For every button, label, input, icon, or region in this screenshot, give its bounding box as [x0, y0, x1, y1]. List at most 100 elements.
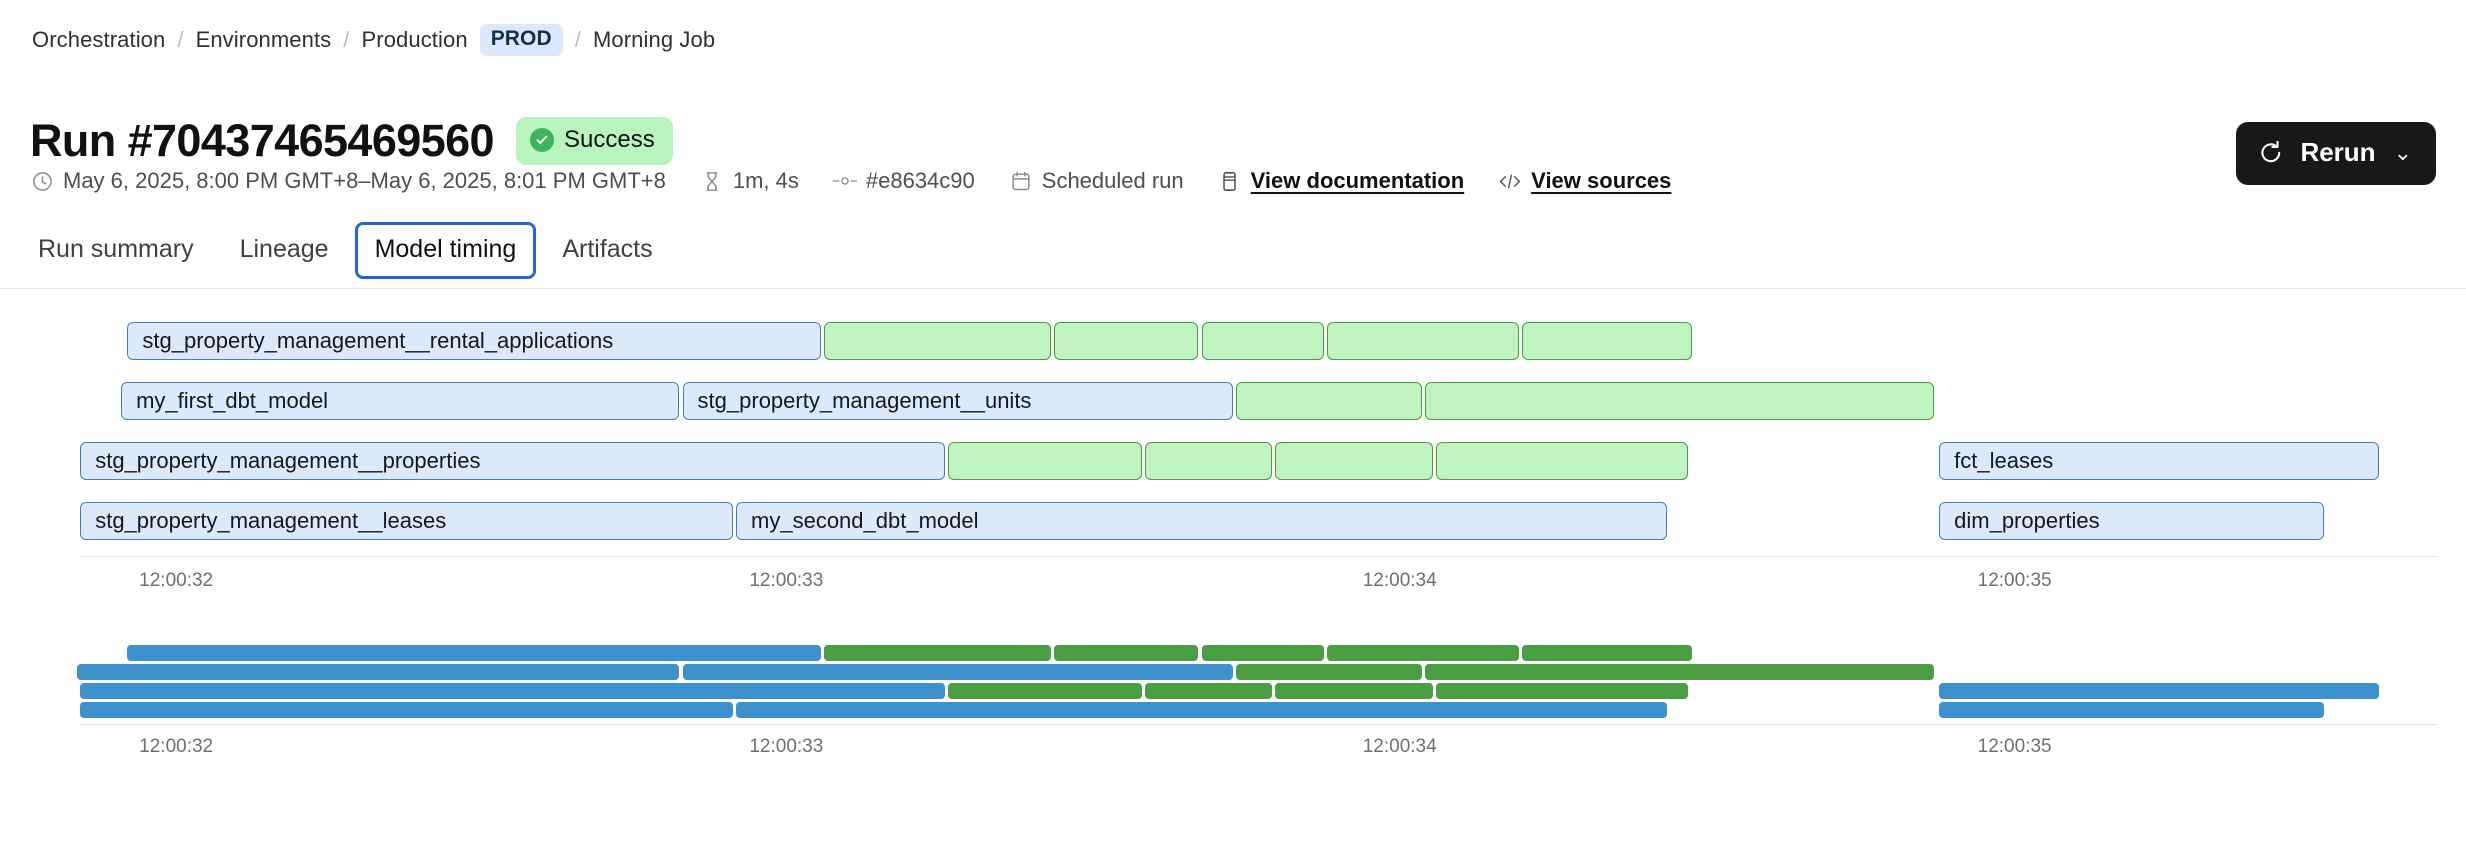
breadcrumb-item-morning-job[interactable]: Morning Job [592, 27, 716, 52]
gantt-axis-tick: 12:00:34 [1362, 570, 1437, 591]
gantt-bar-test[interactable] [948, 442, 1142, 480]
meta-timerange-text: May 6, 2025, 8:00 PM GMT+8–May 6, 2025, … [63, 168, 666, 193]
gantt-bar-model[interactable]: dim_properties [1939, 502, 2325, 540]
gantt-bar-label: stg_property_management__leases [95, 508, 447, 533]
minimap-bar-model[interactable] [77, 664, 680, 680]
minimap-row [0, 644, 2466, 663]
minimap-bar-test[interactable] [1275, 683, 1433, 699]
gantt-bar-label: fct_leases [1954, 448, 2054, 473]
meta-commit: #e8634c90 [832, 168, 975, 194]
gantt-bar-model[interactable]: my_first_dbt_model [121, 382, 680, 420]
model-timing-gantt: stg_property_management__rental_applicat… [0, 316, 2466, 600]
gantt-bar-model[interactable]: stg_property_management__leases [80, 502, 733, 540]
gantt-bar-label: stg_property_management__rental_applicat… [142, 328, 614, 353]
gantt-bar-test[interactable] [824, 322, 1051, 360]
meta-trigger: Scheduled run [1009, 168, 1184, 194]
meta-commit-text: #e8634c90 [865, 168, 975, 193]
minimap-bar-model[interactable] [736, 702, 1668, 718]
gantt-bar-test[interactable] [1424, 382, 1935, 420]
gantt-bar-test[interactable] [1522, 322, 1693, 360]
environment-badge: PROD [479, 24, 563, 56]
gantt-row: stg_property_management__leases my_second… [0, 496, 2466, 556]
minimap-bar-model[interactable] [80, 702, 733, 718]
breadcrumb-item-production[interactable]: Production [361, 27, 468, 52]
gantt-bar-model[interactable]: stg_property_management__properties [80, 442, 946, 480]
minimap-bar-test[interactable] [1236, 664, 1422, 680]
tab-run-summary[interactable]: Run summary [38, 235, 194, 263]
breadcrumb-item-environments[interactable]: Environments [195, 27, 332, 52]
minimap-bar-test[interactable] [1053, 645, 1199, 661]
minimap-bar-model[interactable] [1939, 683, 2380, 699]
gantt-row: stg_property_management__properties fct_l… [0, 436, 2466, 496]
gantt-bar-test[interactable] [1053, 322, 1199, 360]
gantt-bar-model[interactable]: stg_property_management__rental_applicat… [127, 322, 821, 360]
minimap-bar-test[interactable] [824, 645, 1051, 661]
gantt-bar-model[interactable]: my_second_dbt_model [736, 502, 1668, 540]
tab-bar: Run summary Lineage Model timing Artifac… [18, 222, 673, 279]
minimap-bar-model[interactable] [1939, 702, 2325, 718]
gantt-axis-rule [80, 556, 2436, 557]
minimap-row [0, 663, 2466, 682]
calendar-icon [1009, 169, 1033, 193]
chevron-down-icon[interactable]: ⌄ [2393, 139, 2412, 165]
rerun-button[interactable]: Rerun ⌄ [2236, 122, 2436, 185]
minimap-bar-test[interactable] [1435, 683, 1688, 699]
run-meta: May 6, 2025, 8:00 PM GMT+8–May 6, 2025, … [30, 168, 1705, 194]
minimap-bar-model[interactable] [127, 645, 821, 661]
gantt-row: stg_property_management__rental_applicat… [0, 316, 2466, 376]
book-icon [1218, 169, 1242, 193]
minimap-bar-test[interactable] [1327, 645, 1520, 661]
success-check-icon [529, 127, 554, 152]
view-sources-label: View sources [1531, 168, 1672, 193]
page-title: Run #70437465469560 [30, 115, 495, 167]
gantt-bar-test[interactable] [1275, 442, 1433, 480]
gantt-bar-label: my_second_dbt_model [751, 508, 979, 533]
meta-duration: 1m, 4s [700, 168, 799, 194]
meta-duration-text: 1m, 4s [732, 168, 799, 193]
minimap-row [0, 682, 2466, 701]
breadcrumb-separator: / [343, 27, 350, 52]
minimap-bar-test[interactable] [1201, 645, 1325, 661]
rerun-label: Rerun [2300, 137, 2376, 167]
tab-artifacts[interactable]: Artifacts [562, 235, 653, 263]
code-icon [1498, 169, 1522, 193]
tab-bar-divider [0, 288, 2466, 289]
gantt-bar-test[interactable] [1201, 322, 1325, 360]
status-label: Success [563, 125, 655, 153]
minimap-bar-model[interactable] [80, 683, 946, 699]
gantt-bar-test[interactable] [1144, 442, 1273, 480]
minimap-bar-model[interactable] [682, 664, 1233, 680]
tab-lineage[interactable]: Lineage [239, 235, 329, 263]
minimap-bar-test[interactable] [1424, 664, 1935, 680]
gantt-bar-label: stg_property_management__units [697, 388, 1032, 413]
minimap-bar-test[interactable] [1144, 683, 1273, 699]
minimap-bar-test[interactable] [948, 683, 1142, 699]
status-badge: Success [515, 116, 673, 165]
minimap-axis-tick: 12:00:35 [1977, 736, 2052, 757]
title-row: Run #70437465469560 Success [30, 88, 673, 193]
breadcrumb-separator: / [574, 27, 581, 52]
gantt-row: my_first_dbt_model stg_property_managemen… [0, 376, 2466, 436]
gantt-bar-test[interactable] [1435, 442, 1688, 480]
breadcrumb-item-orchestration[interactable]: Orchestration [32, 27, 166, 52]
view-documentation-link[interactable]: View documentation [1218, 168, 1465, 194]
view-sources-link[interactable]: View sources [1498, 168, 1671, 194]
gantt-bar-test[interactable] [1236, 382, 1422, 420]
tab-model-timing[interactable]: Model timing [354, 222, 537, 279]
view-documentation-label: View documentation [1250, 168, 1465, 193]
breadcrumb: Orchestration / Environments / Productio… [32, 24, 715, 56]
gantt-bar-model[interactable]: stg_property_management__units [682, 382, 1233, 420]
minimap-row [0, 701, 2466, 720]
breadcrumb-separator: / [177, 27, 184, 52]
gantt-bar-model[interactable]: fct_leases [1939, 442, 2380, 480]
hourglass-icon [700, 169, 724, 193]
minimap-axis-rule [80, 724, 2436, 725]
gantt-bar-test[interactable] [1327, 322, 1520, 360]
minimap-axis-tick: 12:00:33 [749, 736, 824, 757]
minimap-bar-test[interactable] [1522, 645, 1693, 661]
meta-timerange: May 6, 2025, 8:00 PM GMT+8–May 6, 2025, … [30, 168, 666, 194]
meta-trigger-text: Scheduled run [1041, 168, 1184, 193]
minimap-axis-tick: 12:00:32 [139, 736, 214, 757]
